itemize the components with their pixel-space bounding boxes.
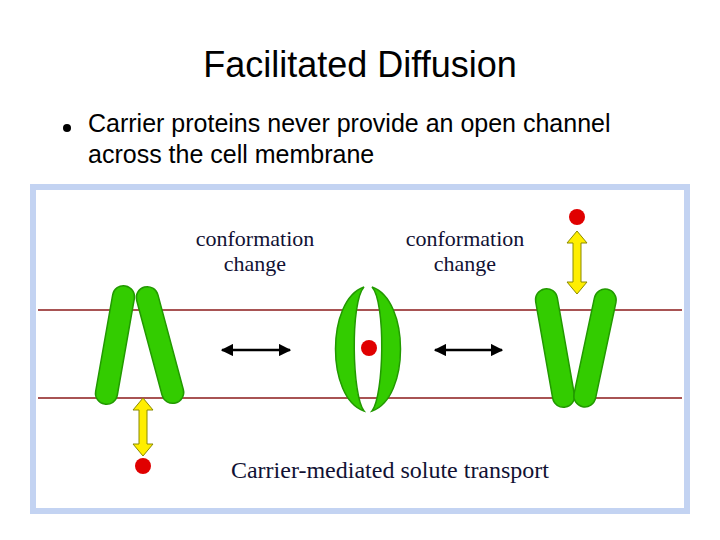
solute-molecule (361, 340, 377, 356)
carrier-protein (534, 287, 577, 409)
carrier-protein (94, 284, 137, 406)
bullet-text: Carrier proteins never provide an open c… (88, 108, 648, 170)
figure-frame (33, 187, 687, 511)
slide-title: Facilitated Diffusion (0, 44, 720, 86)
figure-caption: Carrier-mediated solute transport (190, 456, 590, 484)
membrane-line (38, 309, 682, 311)
step-label: conformation change (165, 226, 345, 276)
carrier-protein (134, 284, 186, 406)
carrier-protein (572, 287, 618, 409)
transition-arrow (435, 349, 502, 352)
movement-arrow (133, 398, 153, 456)
step-label: conformation change (375, 226, 555, 276)
solute-molecule (569, 209, 585, 225)
solute-molecule (135, 458, 151, 474)
carrier-protein (336, 287, 365, 411)
bullet-dot (63, 124, 71, 132)
movement-arrow (567, 231, 587, 294)
transition-arrow (222, 349, 290, 352)
